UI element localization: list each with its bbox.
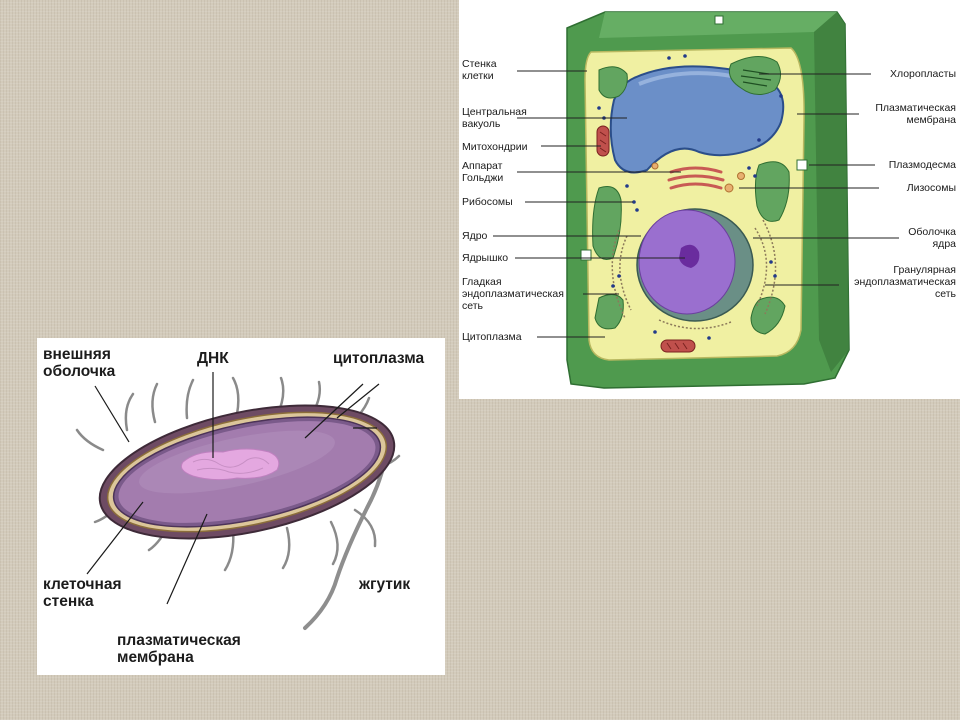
golgi-apparatus — [667, 166, 725, 190]
chloroplasts — [592, 56, 790, 335]
label-mitochondria: Митохондрии — [462, 141, 528, 153]
label-cytoplasm: Цитоплазма — [462, 331, 522, 343]
leader-lines — [493, 70, 899, 338]
bacterium-leader-lines — [86, 372, 380, 605]
label-dna: ДНК — [197, 350, 229, 367]
label-lysosomes: Лизосомы — [906, 182, 956, 194]
label-plasmodesma: Плазмодесма — [888, 159, 956, 171]
nucleolus — [679, 244, 700, 268]
ribosomes — [597, 54, 783, 340]
label-flagellum: жгутик — [359, 576, 411, 593]
rough-er — [611, 219, 777, 330]
label-cytoplasm: цитоплазма — [333, 350, 425, 367]
bacterium-drawing — [75, 372, 401, 630]
dna — [180, 448, 280, 481]
label-ribosomes: Рибосомы — [462, 196, 513, 208]
label-chloroplasts: Хлоропласты — [889, 68, 956, 80]
lysosomes — [651, 162, 745, 193]
label-nucleolus: Ядрышко — [462, 252, 509, 264]
plant-cell-drawing — [493, 11, 899, 389]
nucleus — [636, 208, 754, 322]
mitochondria — [596, 125, 696, 353]
plasmodesmata — [580, 15, 808, 261]
label-nucleus: Ядро — [462, 230, 488, 242]
